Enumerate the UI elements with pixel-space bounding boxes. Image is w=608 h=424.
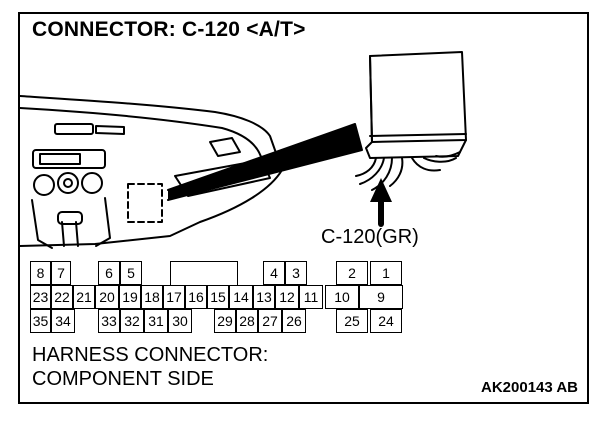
pin-21: 21 (73, 285, 95, 309)
pin-25: 25 (336, 309, 368, 333)
pin-29: 29 (214, 309, 236, 333)
pin-18: 18 (141, 285, 163, 309)
shift-lever (61, 221, 79, 247)
pin-27: 27 (258, 309, 282, 333)
center-console (31, 197, 111, 249)
climate-knob-right (81, 172, 103, 194)
dash-vent (54, 123, 94, 135)
radio-display (32, 149, 106, 169)
pin-3: 3 (285, 261, 307, 285)
pin-10: 10 (325, 285, 359, 309)
diagram-title: CONNECTOR: C-120 <A/T> (32, 18, 306, 41)
pin-30: 30 (168, 309, 192, 333)
ecu-box (369, 51, 467, 143)
pin-2: 2 (336, 261, 368, 285)
pin-7: 7 (51, 261, 71, 285)
pin-19: 19 (119, 285, 141, 309)
pin-blank (170, 261, 238, 285)
harness-label: HARNESS CONNECTOR: (32, 344, 269, 366)
ecu-housing (365, 139, 467, 159)
pin-6: 6 (98, 261, 120, 285)
pin-8: 8 (30, 261, 51, 285)
pointer-wedge (167, 123, 363, 201)
dashboard-upper-edge (19, 107, 263, 161)
pin-28: 28 (236, 309, 258, 333)
pin-31: 31 (144, 309, 168, 333)
pin-26: 26 (282, 309, 306, 333)
pin-4: 4 (263, 261, 285, 285)
climate-knob-left (33, 174, 55, 196)
pin-15: 15 (207, 285, 229, 309)
pin-22: 22 (51, 285, 73, 309)
diagram-frame (18, 12, 589, 404)
pin-17: 17 (163, 285, 185, 309)
arrow-head (370, 178, 392, 202)
wire-harness (355, 151, 461, 191)
pin-24: 24 (370, 309, 402, 333)
harness-label-side: COMPONENT SIDE (32, 368, 214, 390)
pin-35: 35 (30, 309, 51, 333)
pin-23: 23 (30, 285, 51, 309)
connector-label: C-120(GR) (321, 226, 419, 248)
figure-code: AK200143 AB (481, 379, 578, 396)
pin-11: 11 (299, 285, 323, 309)
climate-knob-center (57, 172, 79, 194)
pin-34: 34 (51, 309, 75, 333)
pin-16: 16 (185, 285, 207, 309)
location-marker (127, 183, 163, 223)
pin-9: 9 (359, 285, 403, 309)
pin-20: 20 (95, 285, 119, 309)
pin-32: 32 (120, 309, 144, 333)
pin-12: 12 (275, 285, 299, 309)
pin-14: 14 (229, 285, 253, 309)
pin-13: 13 (253, 285, 275, 309)
pin-5: 5 (120, 261, 142, 285)
dashboard-outline (19, 95, 283, 247)
pin-1: 1 (370, 261, 402, 285)
pin-33: 33 (98, 309, 120, 333)
